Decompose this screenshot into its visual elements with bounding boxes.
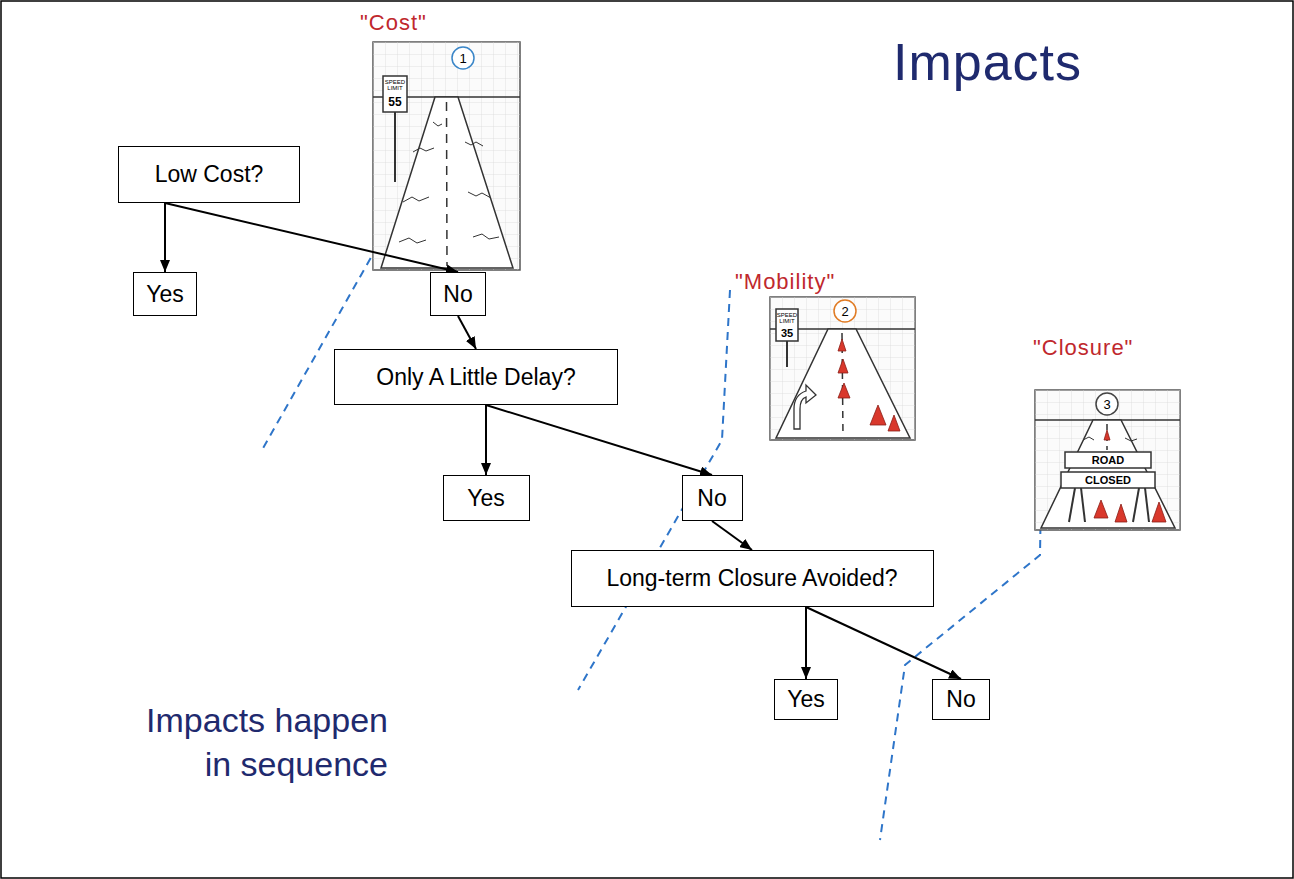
sign-text: SPEED LIMIT xyxy=(383,79,407,92)
road-illustration-closure-part xyxy=(1096,393,1118,415)
decision-box: Low Cost? xyxy=(118,146,300,203)
road-illustration-closure-part xyxy=(1069,488,1149,522)
speed-number: 55 xyxy=(388,96,401,108)
node-text: Low Cost? xyxy=(155,161,264,188)
flow-arrow xyxy=(165,203,458,272)
road-illustration-cost-part xyxy=(399,122,499,243)
separator-line-part xyxy=(880,428,1042,840)
road-illustration-closure-part xyxy=(1035,390,1180,530)
road-illustration-mobility-part-part xyxy=(838,339,846,351)
answer-box: No xyxy=(430,272,486,316)
speed-number: 35 xyxy=(781,328,793,339)
road-illustration-closure-part-part xyxy=(1152,502,1166,522)
road-illustration-mobility-part-part xyxy=(870,405,886,425)
road-illustration-closure-part-part xyxy=(1145,488,1149,522)
node-text: Yes xyxy=(146,281,184,308)
road-illustration-cost-part xyxy=(373,42,520,270)
road-illustration-mobility-part xyxy=(786,341,788,367)
node-text: Yes xyxy=(467,485,505,512)
flow-arrow xyxy=(485,405,487,475)
flow-arrow xyxy=(164,203,166,272)
road-illustration-mobility-part xyxy=(776,329,910,438)
answer-box: No xyxy=(682,475,743,521)
road-illustration-cost-part-part xyxy=(403,197,429,202)
node-text: Only A Little Delay? xyxy=(376,364,575,391)
road-illustration-mobility-part xyxy=(794,385,816,429)
road-illustration-cost-part-part xyxy=(433,122,442,126)
node-text: Yes xyxy=(787,686,825,713)
flow-arrow xyxy=(486,405,712,475)
road-illustration-cost-part-part xyxy=(468,192,491,198)
road-illustration-cost-part xyxy=(452,47,474,69)
node-text: No xyxy=(946,686,975,713)
road-illustration-mobility-part xyxy=(776,309,798,341)
decision-box: Long-term Closure Avoided? xyxy=(571,550,934,607)
impact-label: "Mobility" xyxy=(735,269,835,295)
road-illustration-mobility-part xyxy=(838,339,900,431)
road-illustration-cost-part-part xyxy=(465,142,483,146)
road-illustration-mobility-part-part xyxy=(838,359,848,373)
road-illustration-cost-part xyxy=(383,76,407,112)
road-illustration-cost-part xyxy=(373,42,520,270)
callout-number: 3 xyxy=(1103,398,1110,411)
road-illustration-closure-part xyxy=(1041,420,1175,528)
node-text: Long-term Closure Avoided? xyxy=(606,565,897,592)
road-illustration-closure-part-part xyxy=(1083,437,1094,440)
answer-box: Yes xyxy=(774,679,838,720)
road-illustration-closure-part xyxy=(1065,452,1151,468)
road-illustration-mobility-part-part xyxy=(838,383,850,398)
road-illustration-mobility xyxy=(770,297,915,440)
road-illustration-closure-part xyxy=(1035,390,1180,530)
callout-number: 1 xyxy=(459,52,466,65)
road-illustration-cost-part-part xyxy=(399,238,426,243)
slide-title: Impacts xyxy=(893,32,1082,92)
road-illustration-closure-part-part xyxy=(1133,488,1139,522)
road-illustration-closure-part-part xyxy=(1115,504,1127,522)
road-illustration-cost-part-part xyxy=(413,148,434,152)
caption-note: Impacts happen in sequence xyxy=(135,698,388,786)
road-illustration-closure xyxy=(1035,390,1180,530)
answer-box: Yes xyxy=(133,272,197,316)
road-illustration-cost-part xyxy=(381,97,513,268)
road-illustration-closure-part-part xyxy=(1104,430,1110,440)
answer-box: Yes xyxy=(443,475,530,521)
flow-arrow xyxy=(805,607,807,679)
sign-text: SPEED LIMIT xyxy=(776,312,798,325)
node-text: No xyxy=(697,485,726,512)
road-illustration-cost xyxy=(373,42,520,270)
road-illustration-cost-part xyxy=(394,112,396,182)
road-illustration-closure-part-part xyxy=(1094,500,1108,518)
flow-arrow xyxy=(806,607,961,679)
node-text: No xyxy=(443,281,472,308)
sign-text: ROAD xyxy=(1092,455,1124,466)
road-illustration-closure-part-part xyxy=(1125,438,1137,441)
flow-arrow xyxy=(712,521,752,550)
sign-text: CLOSED xyxy=(1085,475,1131,486)
impact-label: "Cost" xyxy=(360,10,427,36)
road-illustration-mobility-part xyxy=(770,297,915,440)
callout-number: 2 xyxy=(841,305,848,318)
flow-arrow xyxy=(458,316,476,349)
decision-box: Only A Little Delay? xyxy=(334,349,618,405)
road-illustration-mobility-part xyxy=(834,300,856,322)
road-illustration-mobility-part xyxy=(770,297,915,440)
road-illustration-closure-part xyxy=(1061,472,1155,488)
road-illustration-closure-part-part xyxy=(1081,488,1085,522)
road-illustration-mobility-part-part xyxy=(888,415,900,431)
impact-label: "Closure" xyxy=(1033,335,1133,361)
answer-box: No xyxy=(932,679,990,720)
road-illustration-cost-part-part xyxy=(473,234,499,239)
road-illustration-cost-part xyxy=(446,102,448,266)
road-illustration-closure-part-part xyxy=(1069,488,1075,522)
